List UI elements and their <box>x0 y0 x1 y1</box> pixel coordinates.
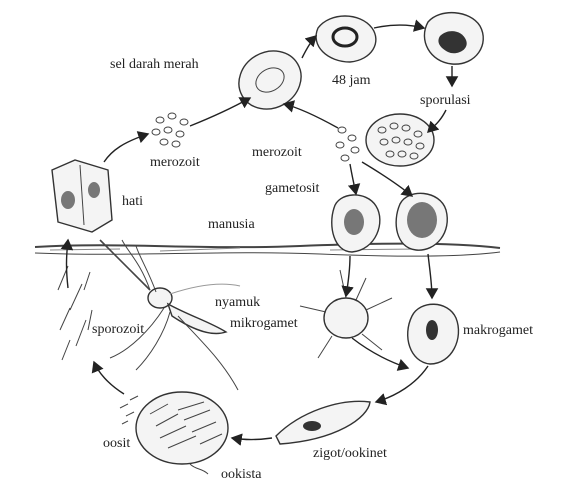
label-gametosit: gametosit <box>265 181 320 196</box>
gametocyte-1 <box>331 194 381 253</box>
label-mikrogamet: mikrogamet <box>230 316 298 331</box>
gametocyte-2 <box>395 192 448 251</box>
oosit-particles <box>119 395 139 425</box>
merozoites-right <box>335 126 360 162</box>
merozoites-left <box>151 112 189 148</box>
cycle-arrows <box>60 19 459 446</box>
label-merozoit-right: merozoit <box>252 145 302 160</box>
label-ookista: ookista <box>221 467 262 482</box>
sporulation-cluster <box>365 113 435 167</box>
label-48-jam: 48 jam <box>332 73 371 88</box>
ookinete-cell <box>275 400 371 445</box>
label-nyamuk: nyamuk <box>215 295 261 310</box>
label-sporozoit: sporozoit <box>92 322 145 337</box>
liver-cells <box>51 159 113 233</box>
label-merozoit-left: merozoit <box>150 155 200 170</box>
schizont-cell <box>423 11 484 65</box>
label-oosit: oosit <box>103 436 131 451</box>
sporozoites <box>57 265 93 361</box>
label-makrogamet: makrogamet <box>463 323 533 338</box>
label-sel-darah-merah: sel darah merah <box>110 57 199 72</box>
ookista-tail <box>189 463 209 475</box>
ring-stage-cell <box>315 15 377 63</box>
mosquito <box>99 239 241 391</box>
red-blood-cell <box>238 50 302 110</box>
label-manusia: manusia <box>208 217 255 232</box>
macrogamete-cell <box>407 303 460 365</box>
label-hati: hati <box>122 194 143 209</box>
oocyst <box>135 391 229 465</box>
label-zigot-ookinet: zigot/ookinet <box>313 446 387 461</box>
label-sporulasi: sporulasi <box>420 93 471 108</box>
microgamete-cell <box>299 269 393 359</box>
